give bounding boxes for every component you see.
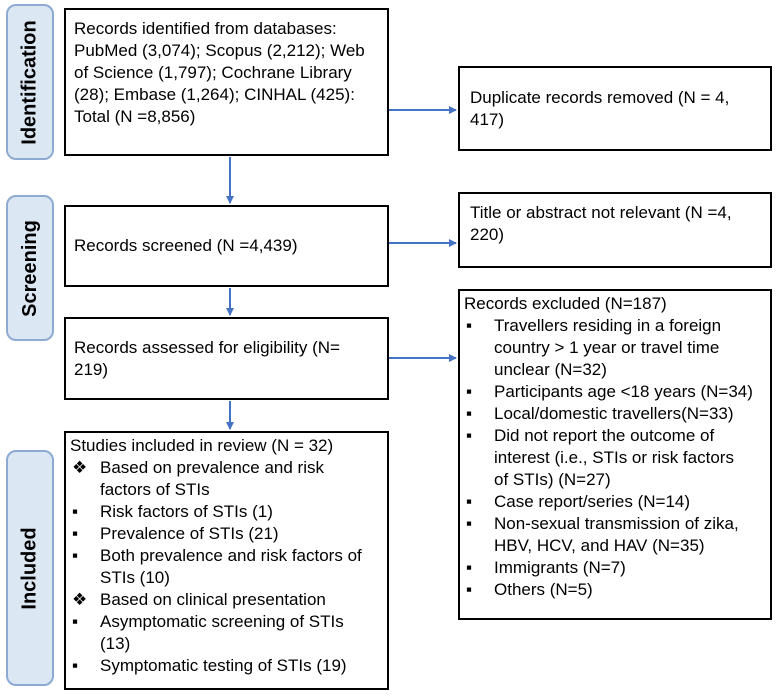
included-item: ▪Asymptomatic screening of STIs (13) bbox=[72, 612, 344, 653]
excluded-item: ▪Case report/series (N=14) bbox=[466, 492, 691, 511]
included-item: ▪Symptomatic testing of STIs (19) bbox=[72, 656, 347, 675]
included-item: ❖Based on clinical presentation bbox=[72, 590, 326, 609]
box-duplicates-removed: Duplicate records removed (N = 4, 417) bbox=[458, 66, 772, 151]
excluded-item: ▪Participants age <18 years (N=34) bbox=[466, 382, 753, 401]
included-item: ▪Prevalence of STIs (21) bbox=[72, 524, 279, 543]
included-item: ▪Both prevalence and risk factors of STI… bbox=[72, 546, 362, 587]
excluded-item: ▪Non-sexual transmission of zika, HBV, H… bbox=[466, 514, 739, 555]
duplicates-removed-text: Duplicate records removed (N = 4, 417) bbox=[470, 87, 730, 129]
excluded-item: ▪Did not report the outcome of interest … bbox=[466, 426, 734, 489]
excluded-item: ▪Travellers residing in a foreign countr… bbox=[466, 316, 722, 379]
included-list: ❖Based on prevalence and risk factors of… bbox=[70, 457, 383, 677]
excluded-list: ▪Travellers residing in a foreign countr… bbox=[464, 315, 766, 601]
records-excluded-title: Records excluded (N=187) bbox=[464, 294, 667, 313]
phase-identification: Identification bbox=[6, 4, 54, 160]
phase-included: Included bbox=[6, 450, 54, 686]
box-records-excluded: Records excluded (N=187) ▪Travellers res… bbox=[458, 289, 772, 620]
records-screened-text: Records screened (N =4,439) bbox=[74, 236, 298, 255]
not-relevant-text: Title or abstract not relevant (N =4, 22… bbox=[470, 203, 732, 244]
studies-included-title: Studies included in review (N = 32) bbox=[70, 436, 334, 455]
box-records-identified: Records identified from databases: PubMe… bbox=[64, 8, 389, 156]
box-records-screened: Records screened (N =4,439) bbox=[64, 205, 389, 287]
included-item: ❖Based on prevalence and risk factors of… bbox=[72, 458, 324, 499]
box-not-relevant: Title or abstract not relevant (N =4, 22… bbox=[458, 192, 772, 268]
records-identified-text: Records identified from databases: PubMe… bbox=[74, 19, 365, 126]
excluded-item: ▪Immigrants (N=7) bbox=[466, 558, 626, 577]
eligibility-text: Records assessed for eligibility (N= 219… bbox=[74, 337, 340, 379]
included-item: ▪Risk factors of STIs (1) bbox=[72, 502, 273, 521]
box-eligibility: Records assessed for eligibility (N= 219… bbox=[64, 317, 389, 400]
box-studies-included: Studies included in review (N = 32) ❖Bas… bbox=[64, 431, 389, 690]
phase-screening: Screening bbox=[6, 195, 54, 341]
excluded-item: ▪Others (N=5) bbox=[466, 580, 593, 599]
excluded-item: ▪Local/domestic travellers(N=33) bbox=[466, 404, 734, 423]
